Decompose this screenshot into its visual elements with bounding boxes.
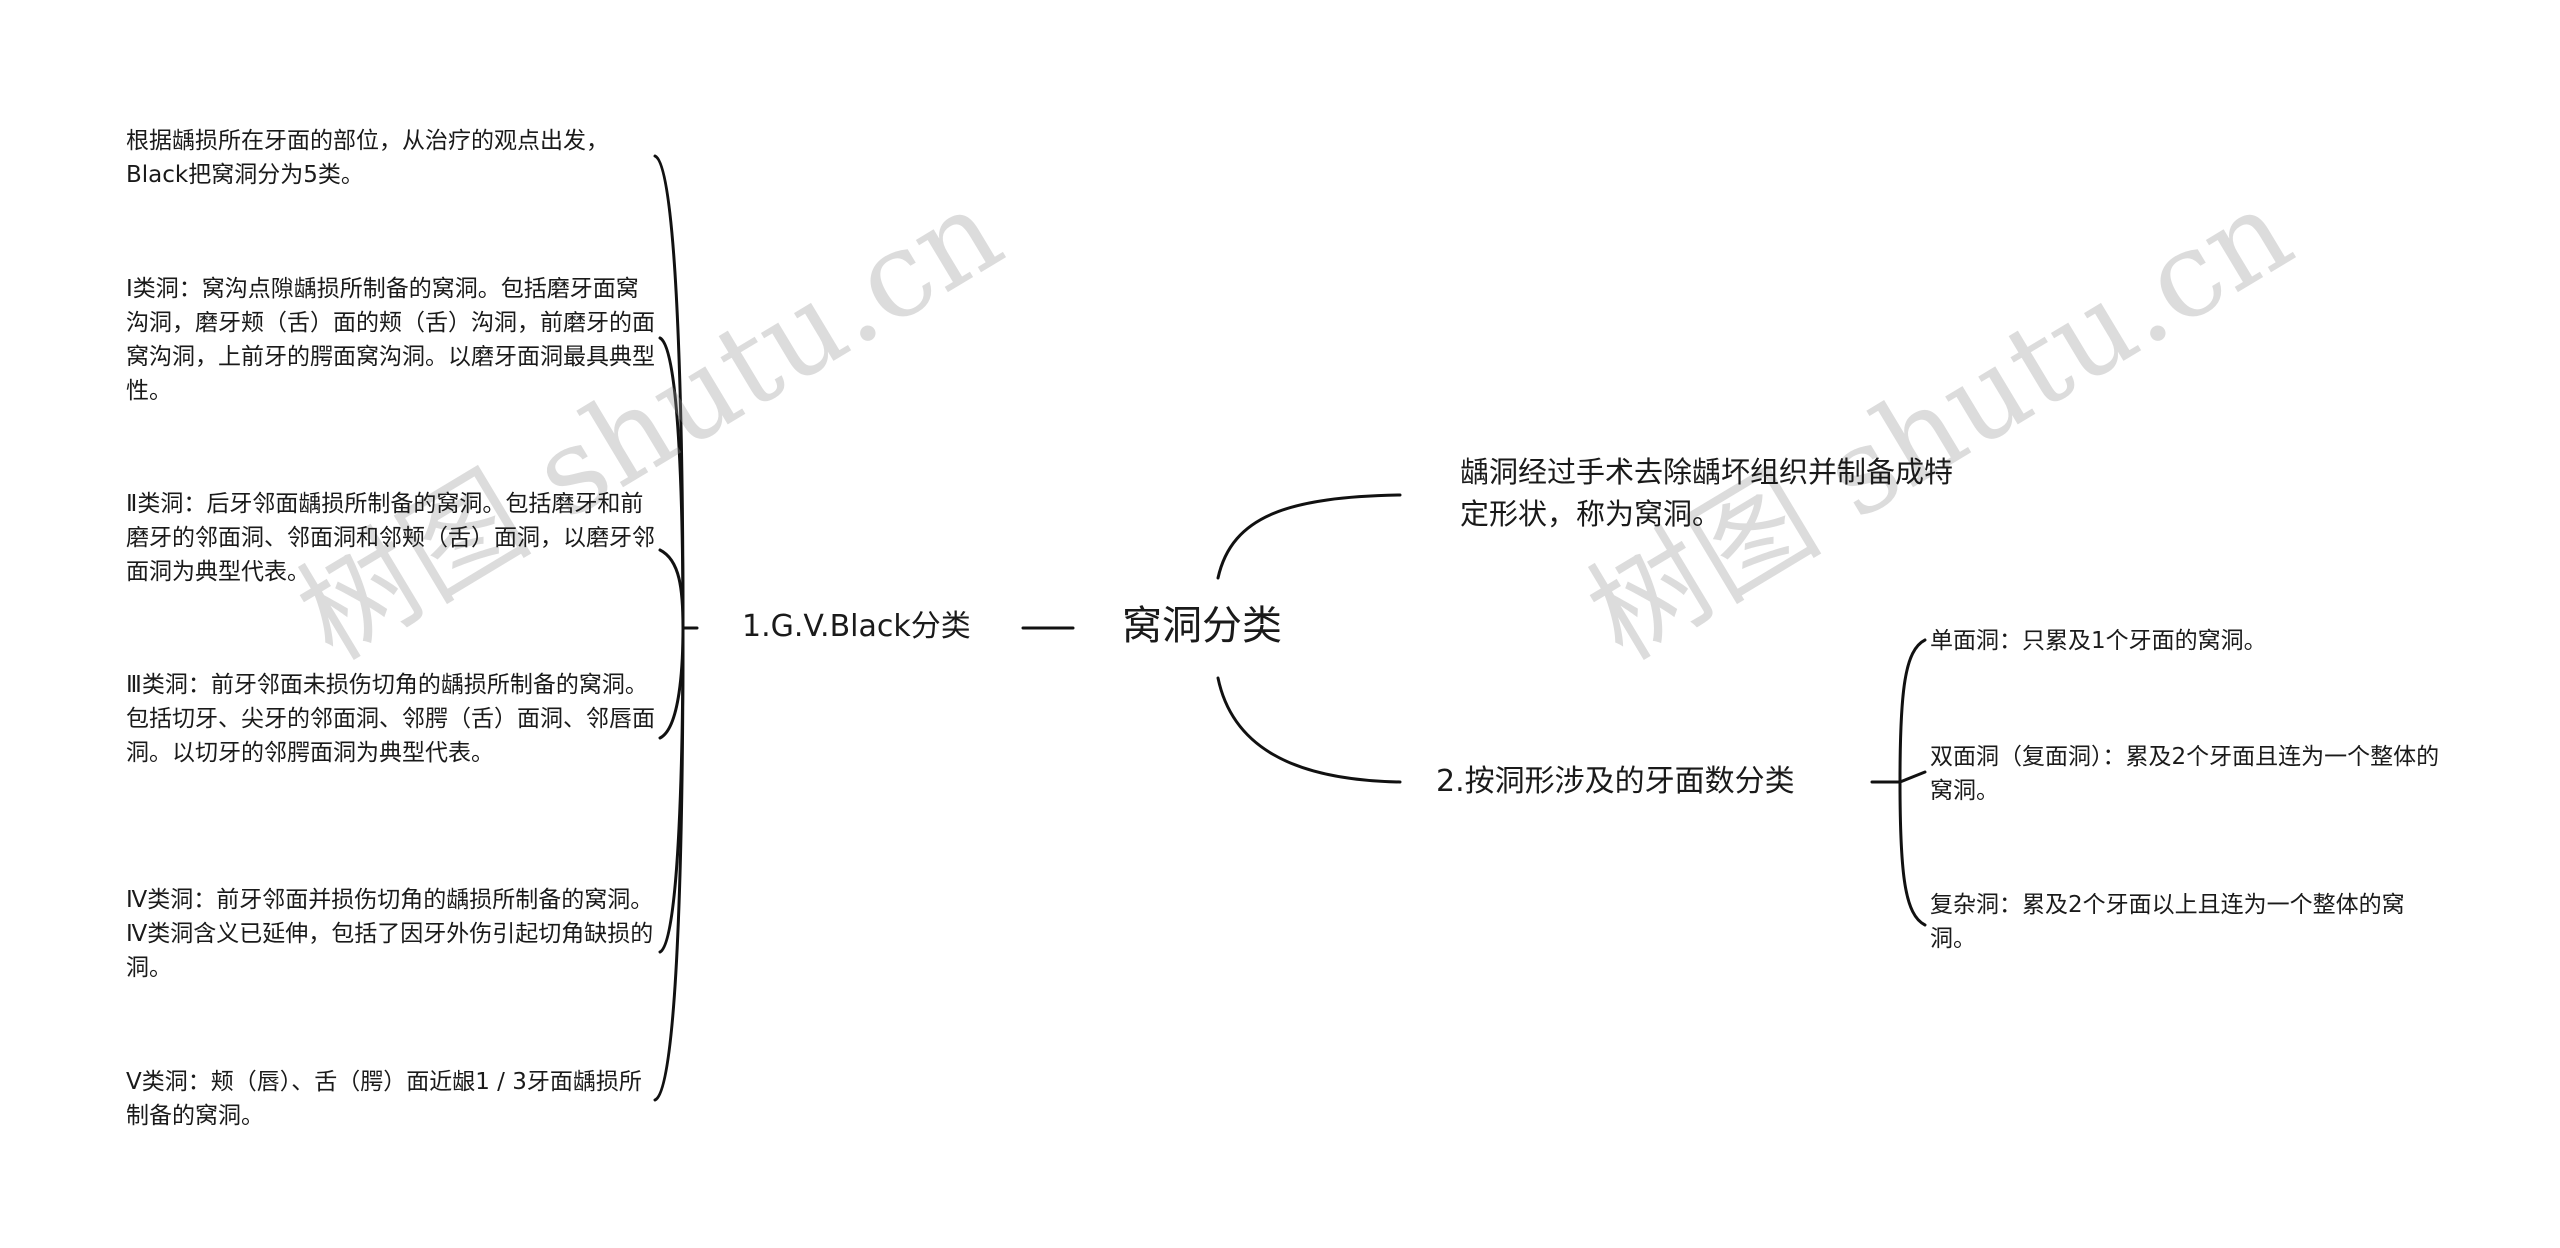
black-leaf-intro[interactable]: 根据龋损所在牙面的部位，从治疗的观点出发，Black把窝洞分为5类。 — [126, 128, 609, 188]
connector-right-leaf-0 — [1898, 638, 1927, 784]
connector-leaf-2 — [658, 548, 685, 630]
branch-black-classification[interactable]: 1.G.V.Black分类 — [742, 609, 971, 644]
connector-center-surface — [1216, 676, 1402, 784]
black-leaf-class-5[interactable]: Ⅴ类洞：颊（唇）、舌（腭）面近龈1 / 3牙面龋损所制备的窝洞。 — [126, 1069, 642, 1129]
connector-leaf-5 — [653, 626, 685, 1102]
branch-surface-count[interactable]: 2.按洞形涉及的牙面数分类 — [1436, 764, 1795, 799]
connector-center-definition — [1216, 493, 1402, 580]
connector-leaf-1 — [658, 336, 685, 630]
surface-leaf-complex[interactable]: 复杂洞：累及2个牙面以上且连为一个整体的窝洞。 — [1930, 892, 2405, 952]
center-topic[interactable]: 窝洞分类 — [1122, 603, 1282, 649]
black-leaf-class-2[interactable]: Ⅱ类洞：后牙邻面龋损所制备的窝洞。包括磨牙和前磨牙的邻面洞、邻面洞和邻颊（舌）面… — [126, 491, 655, 585]
connector-right-leaf-2 — [1898, 780, 1927, 927]
black-leaf-class-3[interactable]: Ⅲ类洞：前牙邻面未损伤切角的龋损所制备的窝洞。包括切牙、尖牙的邻面洞、邻腭（舌）… — [126, 672, 655, 766]
connector-right-leaf-1 — [1898, 770, 1927, 784]
surface-leaf-double[interactable]: 双面洞（复面洞）：累及2个牙面且连为一个整体的窝洞。 — [1930, 744, 2440, 804]
connector-leaf-3 — [658, 626, 685, 740]
black-leaf-class-1[interactable]: Ⅰ类洞：窝沟点隙龋损所制备的窝洞。包括磨牙面窝沟洞，磨牙颊（舌）面的颊（舌）沟洞… — [126, 276, 655, 404]
surface-leaf-single[interactable]: 单面洞：只累及1个牙面的窝洞。 — [1930, 628, 2267, 654]
definition-node[interactable]: 龋洞经过手术去除龋坏组织并制备成特定形状，称为窝洞。 — [1460, 455, 1954, 531]
black-leaf-class-4[interactable]: Ⅳ类洞：前牙邻面并损伤切角的龋损所制备的窝洞。Ⅳ类洞含义已延伸，包括了因牙外伤引… — [126, 887, 654, 981]
